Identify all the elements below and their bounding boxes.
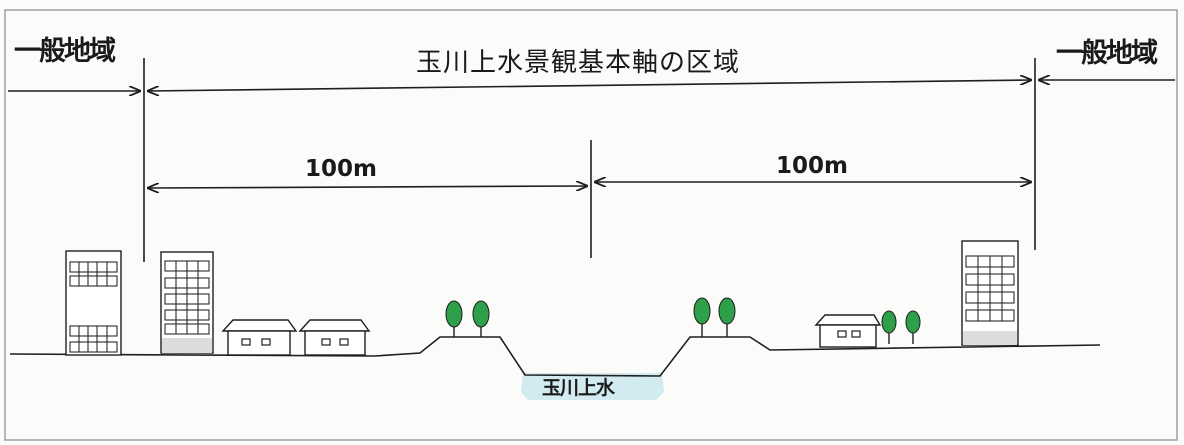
trees-left-bank: [445, 300, 490, 337]
trees-right-houses: [881, 310, 921, 344]
building-general-left: [65, 250, 122, 356]
waterway-label: 玉川上水: [542, 377, 615, 399]
distance-label-right: 100m: [776, 153, 848, 179]
house-left-2: [298, 319, 371, 356]
house-left-1: [221, 319, 298, 356]
diagram-frame: [4, 9, 1178, 441]
house-right: [814, 314, 882, 348]
trees-right-bank: [693, 297, 736, 337]
distance-arrow-left: [148, 186, 587, 188]
distance-label-left: 100m: [305, 156, 377, 182]
waterway-water: [521, 373, 664, 400]
building-tall-right: [961, 240, 1019, 346]
axis-zone-label: 玉川上水景観基本軸の区域: [416, 48, 741, 78]
general-area-label-right: 一般地域: [1056, 38, 1158, 69]
ground-profile: [9, 336, 1101, 377]
general-area-label-left: 一般地域: [14, 36, 116, 67]
axis-zone-arrow: [148, 80, 1031, 91]
building-tall-left: [160, 251, 214, 354]
